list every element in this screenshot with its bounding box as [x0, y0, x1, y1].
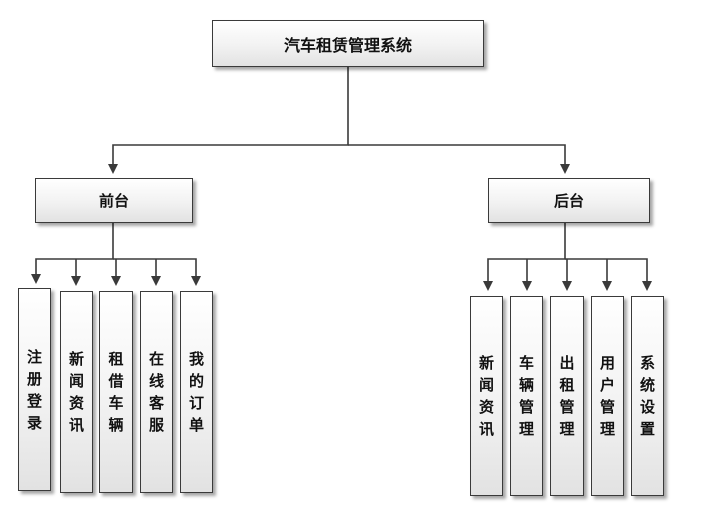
backend-leaf: 用户管理 [591, 296, 624, 496]
backend-leaf: 新闻资讯 [470, 296, 503, 496]
leaf-label: 在线客服 [148, 350, 164, 434]
leaf-label: 新闻资讯 [478, 354, 494, 438]
backend-node: 后台 [488, 178, 650, 223]
leaf-label: 系统设置 [639, 354, 655, 438]
frontend-node: 前台 [35, 178, 193, 223]
frontend-leaf: 在线客服 [140, 291, 173, 493]
backend-node-label: 后台 [553, 192, 584, 210]
backend-leaf: 系统设置 [631, 296, 664, 496]
leaf-label: 出租管理 [559, 354, 575, 438]
leaf-label: 车辆管理 [518, 354, 534, 438]
backend-leaf: 出租管理 [550, 296, 584, 496]
leaf-label: 新闻资讯 [68, 350, 84, 434]
frontend-leaf: 租借车辆 [99, 291, 133, 493]
root-node-label: 汽车租赁管理系统 [283, 35, 412, 55]
frontend-leaf: 我的订单 [180, 291, 213, 493]
leaf-label: 用户管理 [599, 354, 615, 438]
frontend-leaf: 注册登录 [18, 288, 51, 491]
frontend-leaf: 新闻资讯 [60, 291, 93, 493]
leaf-label: 注册登录 [26, 347, 42, 432]
frontend-node-label: 前台 [98, 192, 129, 210]
backend-leaf: 车辆管理 [510, 296, 543, 496]
leaf-label: 我的订单 [188, 350, 204, 434]
leaf-label: 租借车辆 [108, 350, 124, 434]
root-node: 汽车租赁管理系统 [212, 20, 484, 67]
